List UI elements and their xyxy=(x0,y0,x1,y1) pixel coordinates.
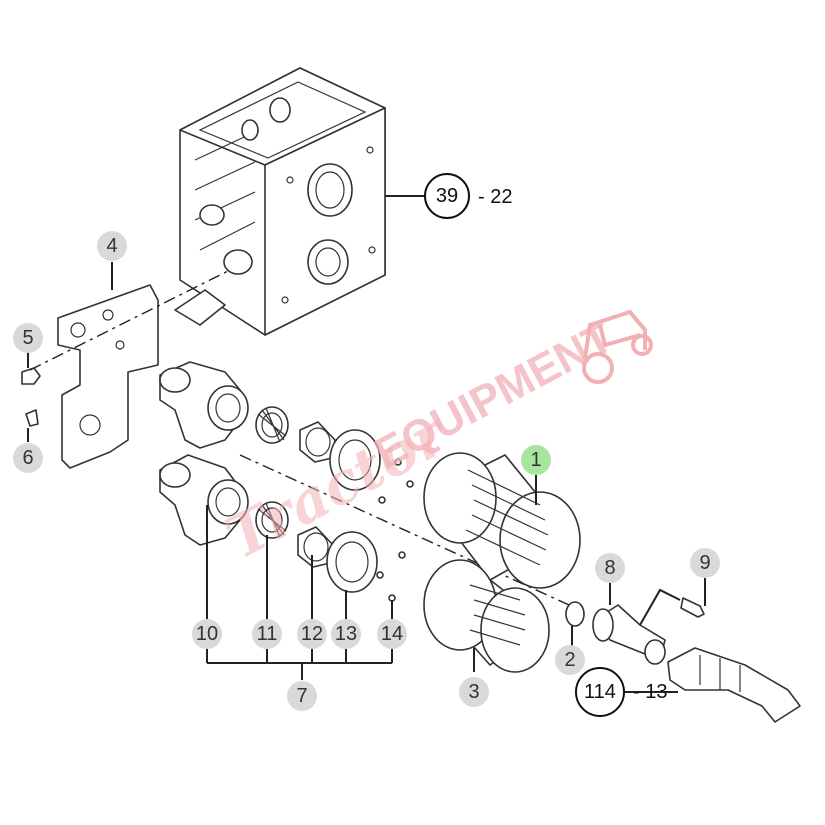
callout-label: 11 xyxy=(257,623,278,645)
group-bracket xyxy=(206,470,537,680)
tractor-logo xyxy=(582,309,653,384)
reference-suffix: - 13 xyxy=(633,681,667,703)
callout-4: 4 xyxy=(97,231,127,261)
callout-circle xyxy=(555,645,585,675)
callout-2: 2 xyxy=(555,645,585,675)
mounting-bracket xyxy=(57,262,159,469)
pin xyxy=(25,409,39,442)
filter-head-lower xyxy=(159,454,249,546)
bolt xyxy=(21,352,41,385)
screws xyxy=(376,458,414,602)
callout-label: 9 xyxy=(699,552,710,574)
callout-9: 9 xyxy=(690,548,720,578)
reference-114-13: 114 - 13 xyxy=(575,667,678,717)
callout-circle xyxy=(690,548,720,578)
callout-5: 5 xyxy=(13,323,43,353)
callout-label: 4 xyxy=(106,235,117,257)
spring-upper xyxy=(255,406,289,444)
callout-label: 5 xyxy=(22,327,33,349)
callout-circle xyxy=(252,619,282,649)
hose xyxy=(667,647,801,723)
callout-label: 8 xyxy=(604,557,615,579)
filter-cartridge-1 xyxy=(423,452,581,589)
reference-39-22: 39 - 22 xyxy=(385,173,512,219)
filter-head-upper xyxy=(159,361,249,449)
callout-label: 10 xyxy=(196,623,218,645)
callout-circle xyxy=(521,445,551,475)
callout-label: 13 xyxy=(335,623,357,645)
callout-label: 3 xyxy=(468,681,479,703)
callout-circle xyxy=(377,619,407,649)
fitting xyxy=(592,580,681,665)
reference-circle xyxy=(575,667,625,717)
callout-label: 14 xyxy=(381,623,403,645)
reference-suffix: - 22 xyxy=(478,186,512,208)
callout-11: 11 xyxy=(252,619,282,649)
spring-lower xyxy=(255,501,289,539)
callout-circle xyxy=(297,619,327,649)
callout-label: 12 xyxy=(301,623,323,645)
callout-8: 8 xyxy=(595,553,625,583)
callout-circle xyxy=(595,553,625,583)
reference-number: 39 xyxy=(436,185,458,207)
callout-circle xyxy=(97,231,127,261)
o-ring xyxy=(565,601,585,648)
reference-circle xyxy=(424,173,470,219)
callout-13: 13 xyxy=(331,619,361,649)
callout-10: 10 xyxy=(192,619,222,649)
callout-circle xyxy=(459,677,489,707)
filter-cartridge-3 xyxy=(423,559,550,673)
callout-label: 2 xyxy=(564,649,575,671)
callout-circle xyxy=(287,681,317,711)
callout-7: 7 xyxy=(287,681,317,711)
callout-circle xyxy=(192,619,222,649)
gasket-lower xyxy=(326,531,378,593)
callout-layer: 4 5 6 1 8 9 2 3 10 11 12 13 14 7 xyxy=(13,231,720,711)
transmission-housing xyxy=(174,67,386,336)
callout-1: 1 xyxy=(521,445,551,475)
callout-circle xyxy=(13,443,43,473)
gasket-upper xyxy=(329,429,381,491)
reference-number: 114 xyxy=(584,681,616,703)
callout-3: 3 xyxy=(459,677,489,707)
callout-6: 6 xyxy=(13,443,43,473)
callout-circle xyxy=(331,619,361,649)
callout-label: 1 xyxy=(530,449,541,471)
bolt-9 xyxy=(680,578,706,618)
callout-label: 6 xyxy=(22,447,33,469)
callout-14: 14 xyxy=(377,619,407,649)
callout-label: 7 xyxy=(296,685,307,707)
callout-12: 12 xyxy=(297,619,327,649)
callout-circle xyxy=(13,323,43,353)
